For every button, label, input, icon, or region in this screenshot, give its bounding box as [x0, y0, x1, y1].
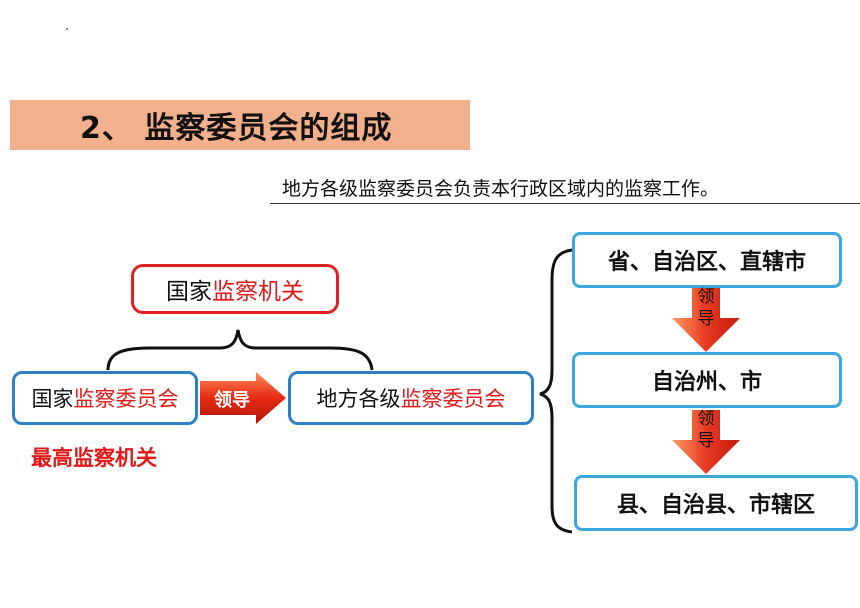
page-title: 2、 监察委员会的组成	[80, 111, 393, 146]
level-box-provincial: 省、自治区、直辖市	[572, 232, 842, 288]
lead-arrow-horizontal	[200, 372, 286, 424]
subtitle-underline	[270, 203, 860, 204]
local-committee-highlight: 监察委员会	[400, 387, 506, 411]
local-supervisory-committee-box: 地方各级监察委员会	[288, 371, 534, 425]
lead-arrow-label: 领导	[214, 390, 250, 411]
lead-char: 导	[697, 309, 715, 329]
vertical-lead-label-2: 领 导	[695, 408, 717, 452]
decorative-dot	[66, 28, 68, 30]
level-label: 自治州、市	[651, 370, 762, 395]
national-organ-prefix: 国家	[166, 279, 212, 305]
national-supervisory-committee-box: 国家监察委员会	[12, 371, 198, 425]
level-label: 省、自治区、直辖市	[607, 250, 806, 275]
level-box-county: 县、自治县、市辖区	[574, 475, 858, 531]
lead-char: 领	[697, 409, 715, 429]
level-label: 县、自治县、市辖区	[616, 493, 815, 518]
lead-char: 导	[697, 431, 715, 451]
title-bar: 2、 监察委员会的组成	[10, 100, 470, 150]
supreme-organ-label: 最高监察机关	[31, 446, 157, 470]
lead-char: 领	[697, 287, 715, 307]
lead-arrow-down-2	[672, 410, 740, 474]
national-supervisory-organ-box: 国家监察机关	[131, 264, 339, 314]
local-committee-prefix: 地方各级	[316, 387, 401, 411]
lead-arrow-down-1	[672, 288, 740, 352]
subtitle: 地方各级监察委员会负责本行政区域内的监察工作。	[282, 178, 720, 200]
level-box-prefecture: 自治州、市	[572, 352, 842, 408]
right-brace	[539, 248, 573, 534]
national-committee-highlight: 监察委员会	[73, 387, 179, 411]
vertical-lead-label-1: 领 导	[695, 286, 717, 330]
national-committee-prefix: 国家	[31, 387, 74, 411]
national-organ-highlight: 监察机关	[212, 279, 304, 305]
top-brace	[106, 329, 374, 371]
